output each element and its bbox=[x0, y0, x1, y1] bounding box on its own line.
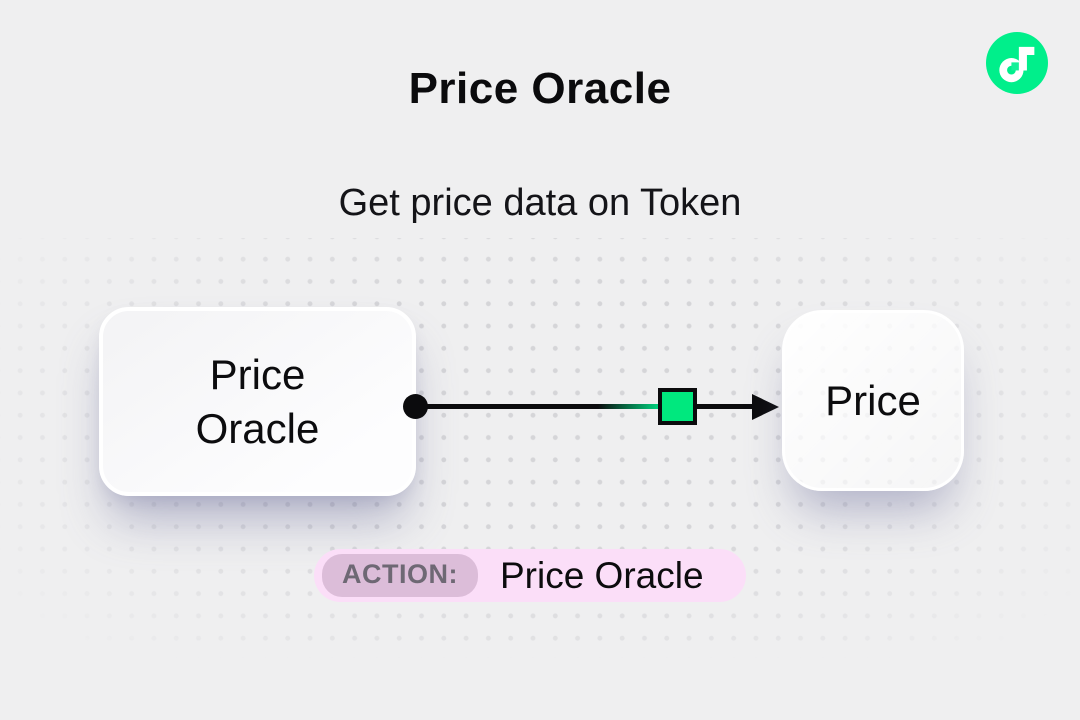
action-value: Price Oracle bbox=[499, 554, 704, 596]
edge-green-fade bbox=[598, 404, 658, 409]
node-price-label: Price bbox=[825, 376, 921, 424]
node-label-line1: Price bbox=[209, 350, 306, 398]
flow-logo-icon bbox=[986, 32, 1048, 94]
node-price-oracle: Price Oracle bbox=[99, 307, 416, 496]
action-label-pill: ACTION: bbox=[322, 554, 478, 597]
action-marker-square bbox=[658, 388, 697, 425]
action-badge: ACTION: Price Oracle bbox=[314, 549, 746, 602]
node-label-line2: Oracle bbox=[195, 404, 320, 452]
edge-line bbox=[414, 404, 756, 409]
page-title: Price Oracle bbox=[408, 64, 672, 113]
node-price-oracle-label: Price Oracle bbox=[196, 348, 320, 456]
arrowhead-icon bbox=[752, 394, 779, 420]
node-price: Price bbox=[782, 310, 964, 491]
page-subtitle: Get price data on Token bbox=[338, 182, 742, 224]
